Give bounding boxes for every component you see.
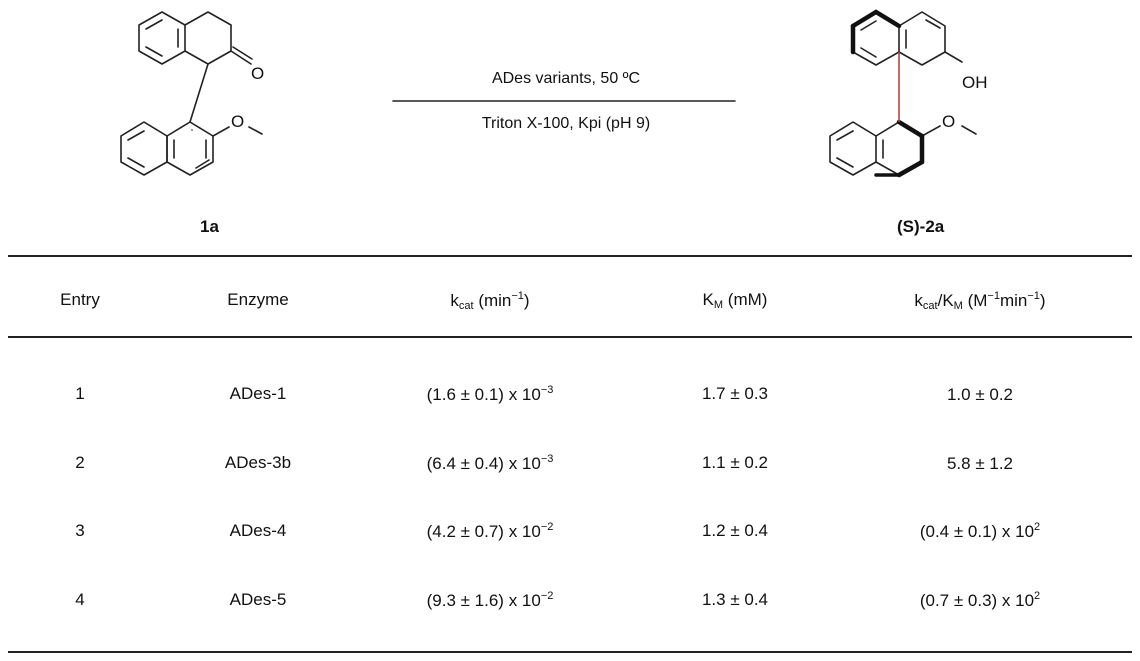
cell-kcat: (4.2 ± 0.7) x 10−2 [426,521,554,541]
cell-km: 1.1 ± 0.2 [701,453,769,472]
header-km: KM (mM) [702,290,768,311]
product-methoxy-oxygen-label: O [942,112,956,131]
cell-enzyme: ADes-3b [224,453,292,472]
cell-enzyme: ADes-5 [229,590,287,609]
cell-km: 1.7 ± 0.3 [701,384,769,403]
reactant-tetralone [138,11,253,65]
ketone-oxygen-label: O [251,64,265,83]
conditions-line-2: Triton X-100, Kpi (pH 9) [481,115,651,132]
cell-km: 1.2 ± 0.4 [701,521,769,540]
product-hydroxyl-label: OH [962,73,988,92]
cell-kcat-km: 1.0 ± 0.2 [946,385,1014,404]
header-entry: Entry [60,290,100,309]
product-label: (S)-2a [897,217,945,236]
cell-enzyme: ADes-4 [229,521,287,540]
cell-kcat: (9.3 ± 1.6) x 10−2 [426,590,554,610]
cell-kcat-km: (0.4 ± 0.1) x 102 [919,521,1041,541]
reactant-naphthalene [120,63,263,176]
cell-kcat: (1.6 ± 0.1) x 10−3 [426,384,554,404]
cell-kcat: (6.4 ± 0.4) x 10−3 [426,453,554,473]
product-naphthol [852,11,963,66]
header-kcat: kcat (min−1) [450,290,530,312]
cell-km: 1.3 ± 0.4 [701,590,769,609]
reactant-label: 1a [200,217,219,236]
cell-entry: 2 [75,453,85,472]
cell-entry: 1 [75,384,85,403]
header-kcat-km: kcat/KM (M−1min−1) [914,290,1046,312]
table-header-rule [8,336,1132,338]
cell-entry: 4 [75,590,85,609]
table-bottom-rule [8,651,1132,653]
conditions-line-1: ADes variants, 50 ºC [491,70,641,87]
cell-entry: 3 [75,521,85,540]
cell-kcat-km: 5.8 ± 1.2 [946,454,1014,473]
cell-enzyme: ADes-1 [229,384,287,403]
table-top-rule [8,255,1132,257]
cell-kcat-km: (0.7 ± 0.3) x 102 [919,590,1041,610]
reactant-methoxy-oxygen-label: O [231,112,245,131]
header-enzyme: Enzyme [227,290,289,309]
